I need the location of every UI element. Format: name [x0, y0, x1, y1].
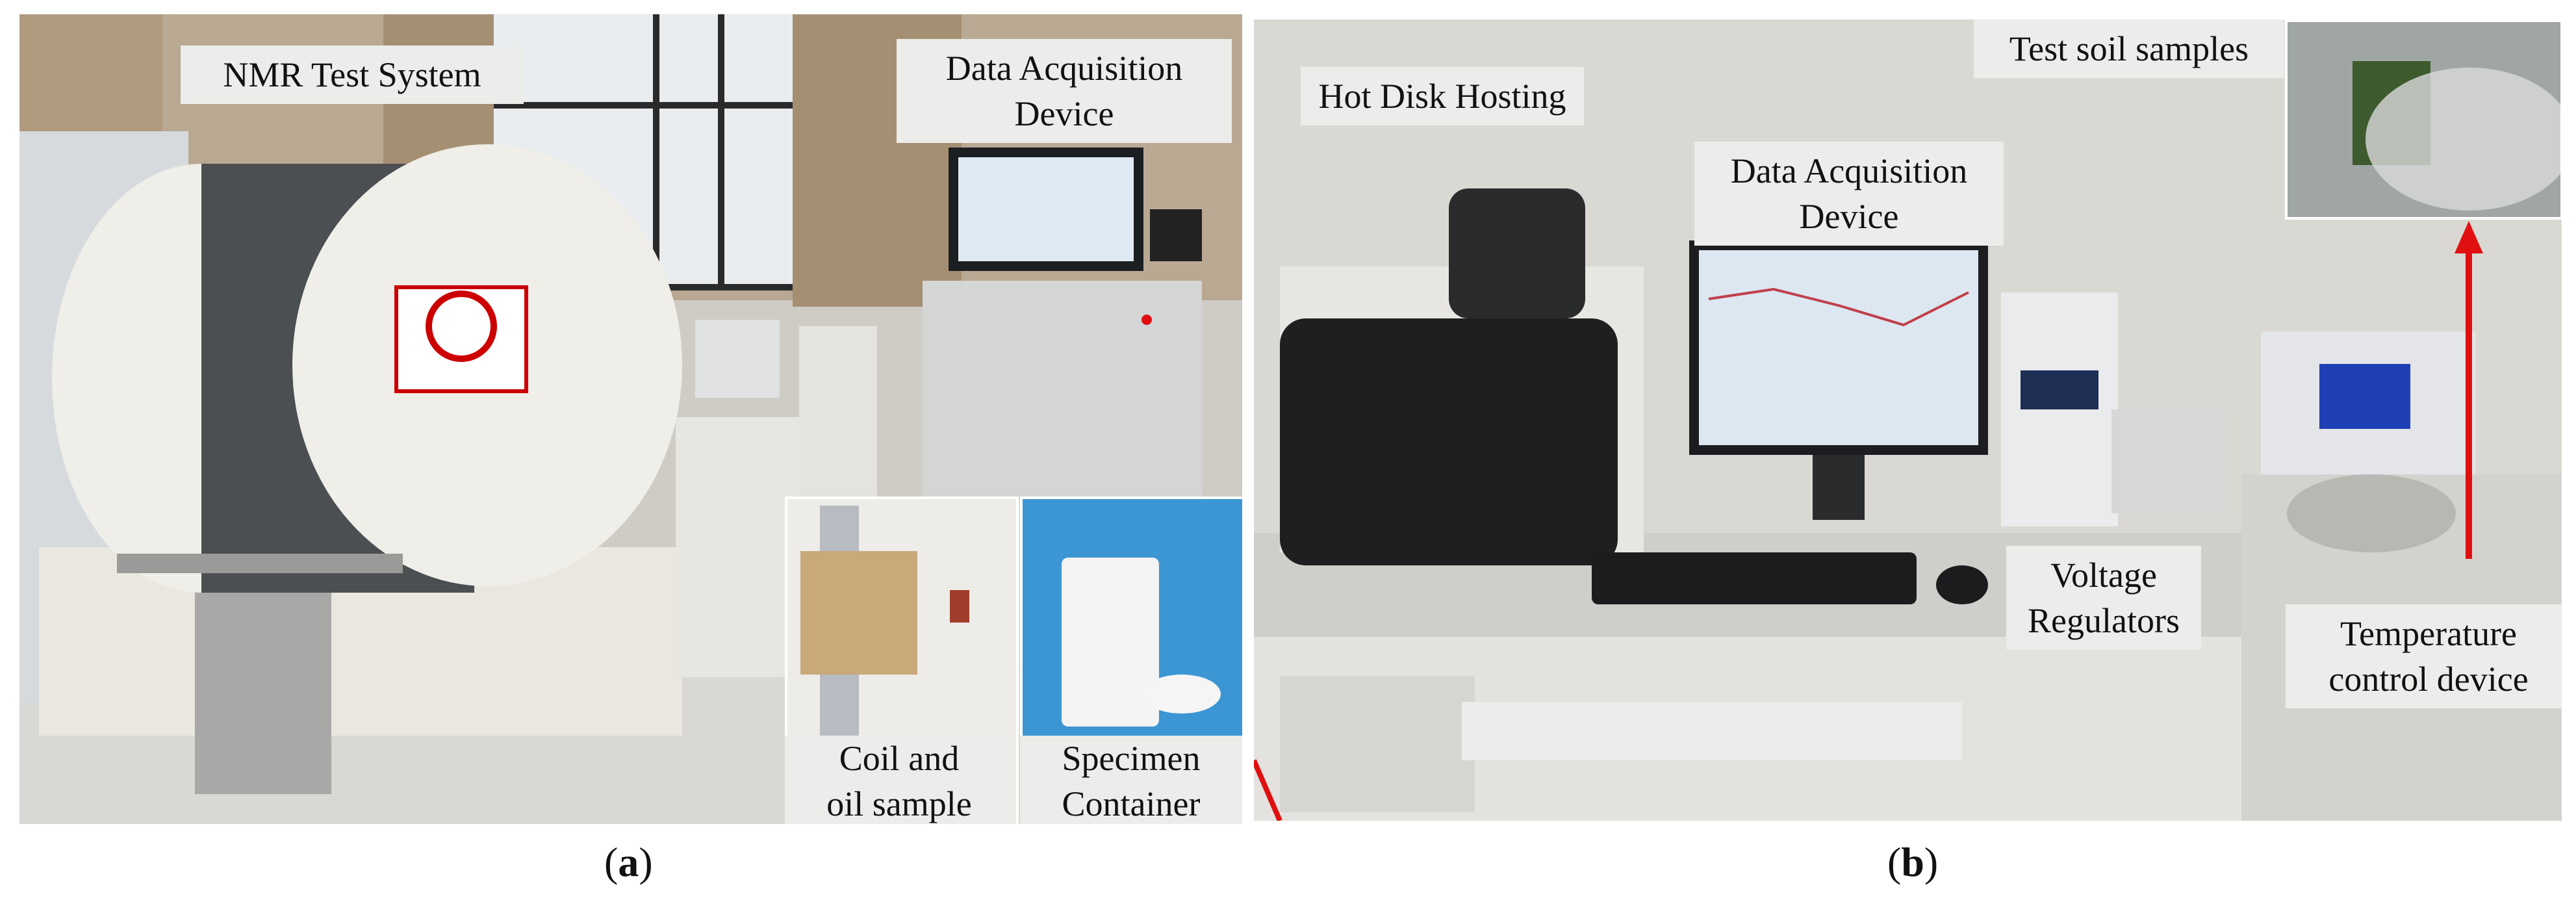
- label-temperature-control-device: Temperature control device: [2286, 604, 2562, 708]
- photo-panel-a: NMR Test System Data Acquisition Device …: [19, 14, 1242, 824]
- label-line: Data Acquisition: [945, 49, 1183, 88]
- soil-sample-inset: [2285, 19, 2562, 220]
- caption-letter: b: [1901, 839, 1924, 885]
- caption-letter: a: [618, 839, 639, 885]
- label-specimen-container: Specimen Container: [1020, 736, 1242, 824]
- label-data-acquisition-device: Data Acquisition Device: [897, 39, 1232, 143]
- label-line: control device: [2328, 660, 2529, 699]
- caption-paren: (: [604, 839, 618, 885]
- label-hot-disk-hosting: Hot Disk Hosting: [1301, 67, 1584, 125]
- caption-paren: ): [1924, 839, 1939, 885]
- caption-a: (a): [604, 838, 653, 886]
- label-line: Coil and: [839, 739, 960, 778]
- label-line: Temperature: [2340, 614, 2518, 653]
- label-line: Data Acquisition: [1730, 151, 1968, 190]
- label-test-soil-samples: Test soil samples: [1974, 19, 2284, 78]
- label-line: oil sample: [826, 784, 972, 823]
- label-line: Device: [1799, 197, 1899, 236]
- label-coil-and-oil-sample: Coil and oil sample: [785, 736, 1014, 824]
- label-line: Specimen: [1062, 739, 1201, 778]
- test-soil-samples-photo: [2288, 22, 2560, 217]
- caption-paren: (: [1887, 839, 1902, 885]
- label-nmr-test-system: NMR Test System: [181, 45, 524, 104]
- arrow-up-icon: [2455, 221, 2483, 559]
- caption-paren: ): [639, 839, 653, 885]
- photo-panel-b: Hot Disk Hosting Data Acquisition Device…: [1254, 19, 2562, 821]
- label-text: NMR Test System: [223, 55, 481, 94]
- label-voltage-regulators: Voltage Regulators: [2006, 546, 2201, 650]
- label-data-acquisition-device: Data Acquisition Device: [1694, 142, 2004, 246]
- label-text: Test soil samples: [2009, 29, 2249, 68]
- label-text: Hot Disk Hosting: [1318, 77, 1566, 116]
- label-line: Voltage: [2050, 556, 2157, 595]
- label-line: Container: [1062, 784, 1201, 823]
- caption-b: (b): [1887, 838, 1938, 886]
- label-line: Regulators: [2028, 601, 2180, 640]
- label-line: Device: [1014, 94, 1114, 133]
